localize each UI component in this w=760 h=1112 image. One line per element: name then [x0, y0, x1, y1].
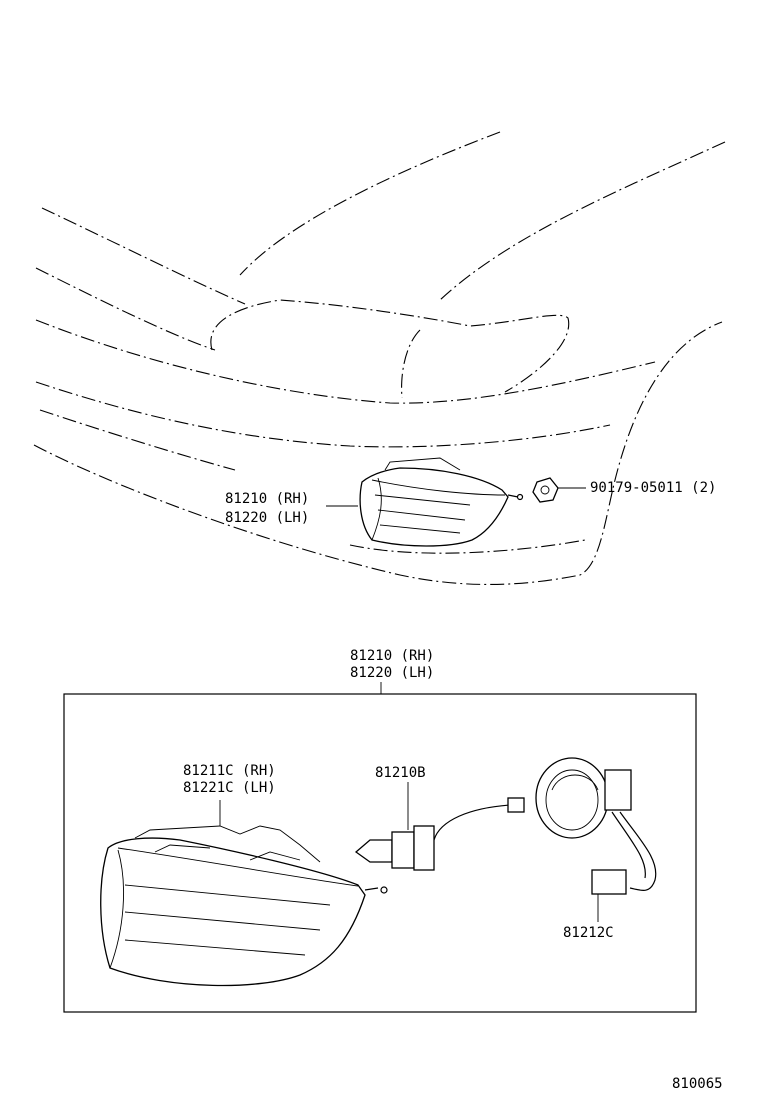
fog-lamp-lens-detail	[100, 825, 388, 987]
socket-icon	[535, 757, 657, 895]
lens-label-lh: 81221C (LH)	[183, 780, 276, 796]
detail-box	[63, 693, 697, 1013]
lamp-label-lh: 81220 (LH)	[225, 510, 309, 526]
bulb-label: 81210B	[375, 765, 426, 781]
nut-label: 90179-05011 (2)	[590, 480, 716, 496]
socket-label: 81212C	[563, 925, 614, 941]
bulb-icon	[354, 797, 525, 871]
nut-icon	[532, 477, 559, 503]
headlight-outline	[210, 299, 570, 399]
lens-label-rh: 81211C (RH)	[183, 763, 276, 779]
assembly-label-rh: 81210 (RH)	[350, 648, 434, 664]
fog-lamp-top-view	[359, 457, 524, 547]
lamp-label-rh: 81210 (RH)	[225, 491, 309, 507]
assembly-label-lh: 81220 (LH)	[350, 665, 434, 681]
car-body-outline	[33, 131, 726, 585]
diagram-code: 810065	[672, 1076, 723, 1092]
